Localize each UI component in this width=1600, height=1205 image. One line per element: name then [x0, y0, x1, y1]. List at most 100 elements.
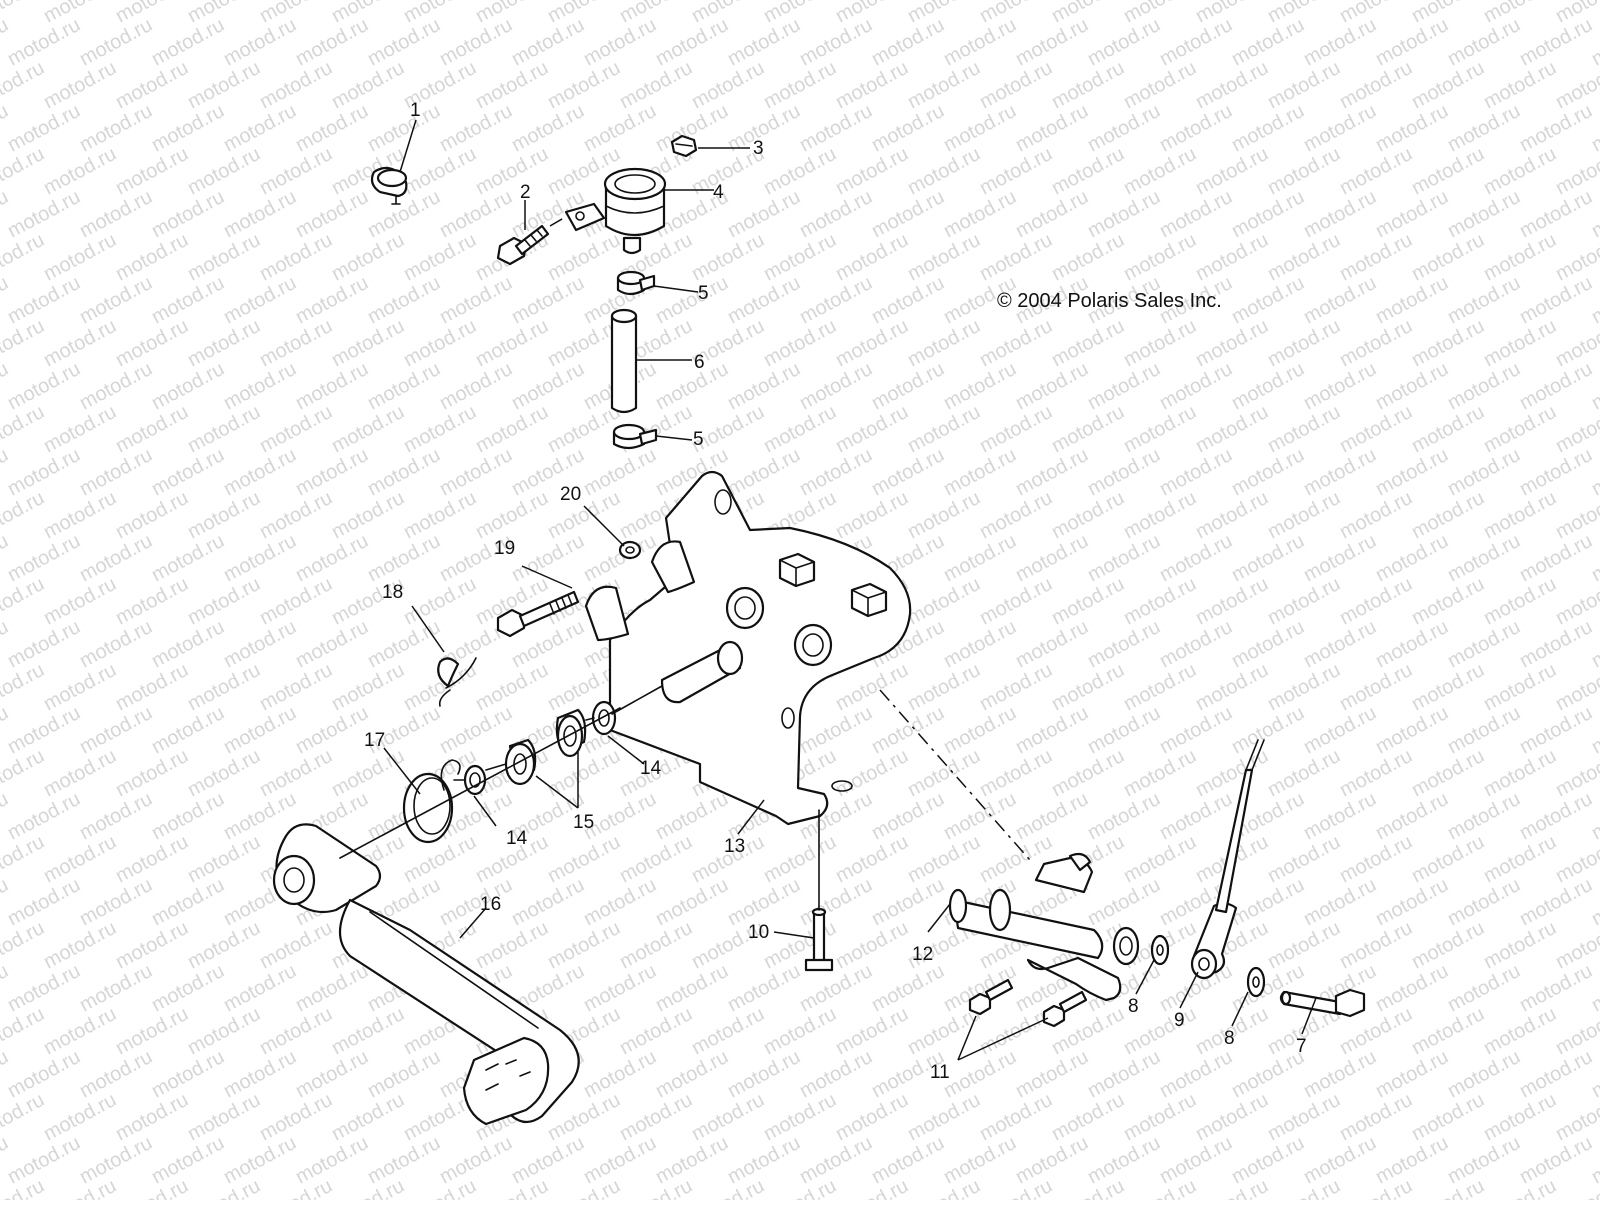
watermark-text: motod.ru [832, 401, 912, 457]
watermark-text: motod.ru [652, 1132, 732, 1188]
watermark-text: motod.ru [0, 1089, 48, 1145]
watermark-text: motod.ru [76, 960, 156, 1016]
watermark-text: motod.ru [1480, 401, 1560, 457]
watermark-text: motod.ru [1372, 788, 1452, 844]
watermark-text: motod.ru [1516, 1046, 1596, 1102]
watermark-text: motod.ru [256, 315, 336, 371]
watermark-text: motod.ru [1372, 100, 1452, 156]
watermark-text: motod.ru [832, 0, 912, 27]
watermark-text: motod.ru [1156, 444, 1236, 500]
watermark-text: motod.ru [940, 1046, 1020, 1102]
watermark-text: motod.ru [1156, 100, 1236, 156]
watermark-text: motod.ru [1012, 702, 1092, 758]
watermark-text: motod.ru [184, 573, 264, 629]
watermark-text: motod.ru [1444, 272, 1524, 328]
watermark-text: motod.ru [1120, 401, 1200, 457]
part-7-bolt [1279, 988, 1366, 1018]
part-14-washer-right [591, 700, 617, 736]
watermark-text: motod.ru [832, 1175, 912, 1200]
watermark-text: motod.ru [1480, 1089, 1560, 1145]
watermark-text: motod.ru [436, 874, 516, 930]
watermark-text: motod.ru [436, 358, 516, 414]
watermark-text: motod.ru [940, 14, 1020, 70]
watermark-text: motod.ru [940, 1132, 1020, 1188]
watermark-text: motod.ru [148, 530, 228, 586]
watermark-text: motod.ru [1444, 358, 1524, 414]
watermark-text: motod.ru [1516, 444, 1596, 500]
watermark-text: motod.ru [1516, 100, 1596, 156]
watermark-text: motod.ru [1336, 1175, 1416, 1200]
callout-13: 13 [724, 836, 745, 857]
watermark-text: motod.ru [1408, 1003, 1488, 1059]
watermark-text: motod.ru [832, 831, 912, 887]
watermark-text: motod.ru [0, 229, 48, 285]
watermark-text: motod.ru [1192, 57, 1272, 113]
watermark-text: motod.ru [1480, 1175, 1560, 1200]
watermark-text: motod.ru [4, 272, 84, 328]
watermark-text: motod.ru [328, 659, 408, 715]
watermark-text: motod.ru [1516, 702, 1596, 758]
watermark-text: motod.ru [1084, 14, 1164, 70]
watermark-text: motod.ru [1228, 616, 1308, 672]
watermark-text: motod.ru [184, 401, 264, 457]
watermark-text: motod.ru [868, 272, 948, 328]
watermark-text: motod.ru [1480, 831, 1560, 887]
callout-19: 19 [494, 538, 515, 559]
watermark-text: motod.ru [976, 57, 1056, 113]
watermark-text: motod.ru [1048, 1175, 1128, 1200]
watermark-text: motod.ru [616, 57, 696, 113]
watermark-text: motod.ru [1300, 616, 1380, 672]
watermark-text: motod.ru [436, 1132, 516, 1188]
watermark-text: motod.ru [724, 358, 804, 414]
watermark-text: motod.ru [904, 487, 984, 543]
watermark-text: motod.ru [1120, 57, 1200, 113]
watermark-text: motod.ru [292, 702, 372, 758]
watermark-text: motod.ru [904, 229, 984, 285]
watermark-text: motod.ru [148, 616, 228, 672]
watermark-text: motod.ru [256, 487, 336, 543]
watermark-text: motod.ru [868, 702, 948, 758]
watermark-text: motod.ru [292, 616, 372, 672]
watermark-text: motod.ru [580, 1046, 660, 1102]
watermark-text: motod.ru [796, 444, 876, 500]
watermark-text: motod.ru [904, 401, 984, 457]
watermark-text: motod.ru [1444, 1132, 1524, 1188]
watermark-text: motod.ru [1516, 960, 1596, 1016]
watermark-text: motod.ru [1300, 1046, 1380, 1102]
watermark-text: motod.ru [1444, 1046, 1524, 1102]
watermark-text: motod.ru [148, 788, 228, 844]
part-6-hose [610, 308, 638, 414]
watermark-text: motod.ru [868, 788, 948, 844]
watermark-text: motod.ru [976, 315, 1056, 371]
watermark-text: motod.ru [0, 745, 48, 801]
watermark-text: motod.ru [940, 186, 1020, 242]
watermark-text: motod.ru [616, 1175, 696, 1200]
watermark-text: motod.ru [1156, 702, 1236, 758]
watermark-text: motod.ru [256, 917, 336, 973]
watermark-text: motod.ru [1372, 1132, 1452, 1188]
watermark-text: motod.ru [112, 229, 192, 285]
watermark-text: motod.ru [1300, 788, 1380, 844]
watermark-text: motod.ru [112, 1089, 192, 1145]
watermark-text: motod.ru [148, 186, 228, 242]
callout-4: 4 [713, 182, 724, 203]
watermark-text: motod.ru [472, 917, 552, 973]
watermark-text: motod.ru [904, 143, 984, 199]
watermark-text: motod.ru [472, 659, 552, 715]
watermark-text: motod.ru [1444, 14, 1524, 70]
copyright-notice: © 2004 Polaris Sales Inc. [997, 290, 1222, 312]
watermark-text: motod.ru [1120, 1175, 1200, 1200]
watermark-text: motod.ru [40, 401, 120, 457]
watermark-text: motod.ru [328, 1175, 408, 1200]
watermark-text: motod.ru [1192, 745, 1272, 801]
watermark-text: motod.ru [0, 0, 48, 27]
watermark-text: motod.ru [76, 874, 156, 930]
watermark-text: motod.ru [724, 444, 804, 500]
watermark-text: motod.ru [1048, 315, 1128, 371]
watermark-text: motod.ru [1264, 487, 1344, 543]
watermark-text: motod.ru [40, 1089, 120, 1145]
watermark-text: motod.ru [1084, 702, 1164, 758]
callout-2: 2 [520, 182, 531, 203]
part-11-bolt-a [968, 978, 1014, 1016]
watermark-text: motod.ru [1300, 1132, 1380, 1188]
